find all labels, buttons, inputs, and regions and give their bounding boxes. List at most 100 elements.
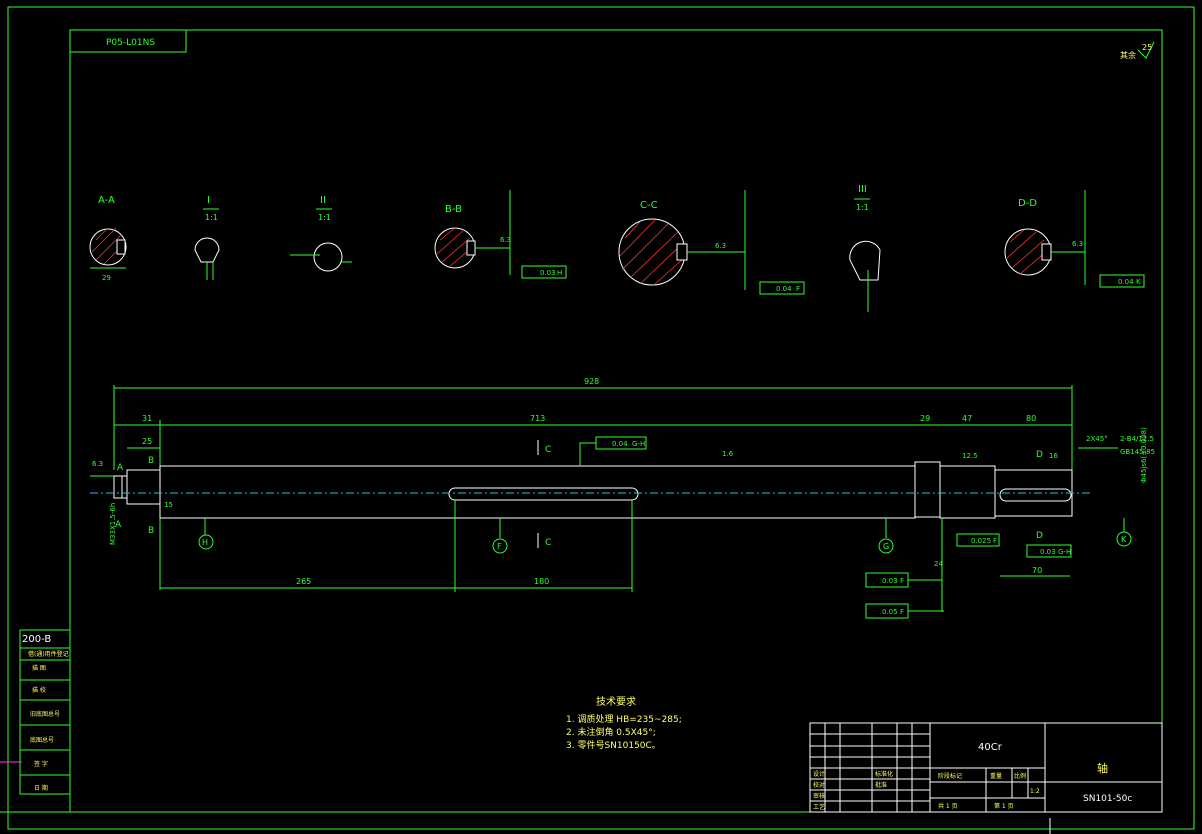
section-label-ii: II (320, 195, 326, 206)
bb-tol: 0.03 (540, 269, 556, 277)
dim-47: 47 (962, 414, 972, 423)
tol-1-ref: G-H (632, 440, 645, 448)
code-box-text: P05-L01NS (106, 38, 155, 48)
scale-value: 1:2 (1030, 788, 1040, 795)
page-info: 第 1 页 (994, 802, 1014, 810)
process-label: 工艺 (813, 803, 825, 811)
dd-ref: K (1136, 278, 1141, 286)
tol-2-ref: F (993, 537, 997, 545)
center-hole-label: 2-B4/12.5 (1120, 435, 1154, 443)
drawing-number: SN101-50c (1083, 794, 1132, 804)
tol-4-ref: F (900, 577, 904, 585)
dim-25: 25 (142, 437, 152, 446)
weight-label: 重量 (990, 772, 1002, 780)
cc-roughness: 6.3 (715, 242, 726, 250)
section-label-c-c: C-C (640, 200, 658, 211)
bb-ref: H (557, 269, 562, 277)
left-strip-row-4: 底图总号 (30, 736, 54, 744)
bb-roughness: 6.3 (500, 236, 511, 244)
stage-label: 阶段标记 (938, 772, 962, 780)
dia-45-label: Φ45js6(±0.008) (1140, 427, 1148, 483)
left-strip-row-5: 签 字 (34, 760, 48, 768)
left-strip: 200-B 借(通)用件登记 描 图 描 校 旧底图总号 底图总号 签 字 日 … (19, 629, 71, 795)
scale-label-iii: 1:1 (856, 203, 869, 212)
dd-roughness: 6.3 (1072, 240, 1083, 248)
chamfer-label: 2X45° (1086, 435, 1108, 443)
checker-label: 校对 (813, 781, 825, 789)
svg-text:C: C (545, 538, 551, 548)
section-label-d-d: D-D (1018, 198, 1037, 209)
surface-finish-icon: 其余 25 (1120, 41, 1155, 60)
tol-1: 0.04 (612, 440, 628, 448)
left-strip-row-3: 旧底图总号 (30, 710, 60, 718)
tech-requirements: 技术要求 1. 调质处理 HB=235~285; 2. 未注倒角 0.5X45°… (566, 695, 682, 751)
ro-16-label: 16 (1049, 452, 1058, 460)
section-d-d: D-D 0.04 K 6.3 (1004, 190, 1145, 288)
datum-k: K (1121, 535, 1127, 544)
left-strip-row-6: 日 期 (34, 784, 48, 792)
title-block: 40Cr 轴 SN101-50c 共 1 页 第 1 页 阶段标记 重量 比例 … (809, 722, 1163, 813)
tol-3-ref: G-H (1058, 548, 1071, 556)
detail-i: I 1:1 (194, 195, 220, 280)
svg-text:C: C (545, 445, 551, 455)
tol-4: 0.03 (882, 577, 898, 585)
tol-2: 0.025 (971, 537, 991, 545)
section-b-b: B-B 0.03 H 6.3 (434, 190, 567, 279)
svg-text:D: D (1036, 450, 1043, 460)
svg-text:D: D (1036, 531, 1043, 541)
dim-265: 265 (296, 577, 311, 586)
part-name: 轴 (1097, 761, 1108, 775)
outer-frame (7, 6, 1195, 830)
tol-5-ref: F (900, 608, 904, 616)
datum-g: G (883, 542, 889, 551)
inner-frame (69, 29, 1163, 813)
svg-text:B: B (148, 456, 154, 466)
dim-713: 713 (530, 414, 545, 423)
dd-tol: 0.04 (1118, 278, 1134, 286)
cc-ref: F (796, 285, 800, 293)
aa-dim: 29 (102, 274, 111, 282)
datum-h: H (202, 538, 208, 547)
section-label-i: I (207, 195, 210, 206)
mid-roughness: 1.6 (722, 450, 734, 458)
center-std-label: GB145-85 (1120, 448, 1155, 456)
dim-29: 29 (920, 414, 930, 423)
section-label-b-b: B-B (445, 204, 462, 215)
dim-80: 80 (1026, 414, 1036, 423)
detail-ii: II 1:1 (290, 195, 352, 272)
shaft-main-view: 928 713 31 25 29 47 80 265 180 (90, 377, 1155, 619)
svg-text:A: A (117, 463, 124, 473)
cc-tol: 0.04 (776, 285, 792, 293)
surface-finish-label: 其余 (1120, 50, 1136, 60)
std-label: 标准化 (875, 770, 893, 778)
tol-5: 0.05 (882, 608, 898, 616)
scale-label-i: 1:1 (205, 213, 218, 222)
sheet-info: 共 1 页 (938, 802, 958, 810)
left-roughness: 6.3 (92, 460, 103, 468)
dim-180: 180 (534, 577, 549, 586)
surface-finish-value: 25 (1142, 43, 1152, 52)
approve-label: 批准 (875, 781, 887, 789)
left-strip-row-1: 描 图 (32, 664, 46, 672)
tech-req-line-2: 2. 未注倒角 0.5X45°; (566, 726, 656, 738)
dim-31: 31 (142, 414, 152, 423)
dim-70: 70 (1032, 566, 1042, 575)
scale-label: 比例 (1014, 772, 1026, 780)
dim-24: 24 (934, 560, 943, 568)
left-strip-row-0: 借(通)用件登记 (28, 650, 69, 658)
datum-f: F (497, 542, 502, 551)
svg-text:A: A (115, 520, 122, 530)
tech-req-title: 技术要求 (596, 695, 636, 708)
tech-req-line-3: 3. 零件号SN10150C。 (566, 739, 661, 751)
material: 40Cr (978, 742, 1003, 753)
thread-label: M33X1.5-6h (109, 503, 117, 545)
dim-total: 928 (584, 377, 599, 386)
reviewer-label: 审核 (813, 792, 825, 800)
section-label-a-a: A-A (98, 195, 115, 206)
tech-req-line-1: 1. 调质处理 HB=235~285; (566, 713, 682, 725)
dim-15: 15 (164, 501, 173, 509)
section-c-c: C-C 0.04 F 6.3 (618, 190, 805, 295)
section-label-iii: III (858, 184, 867, 195)
scale-label-ii: 1:1 (318, 213, 331, 222)
